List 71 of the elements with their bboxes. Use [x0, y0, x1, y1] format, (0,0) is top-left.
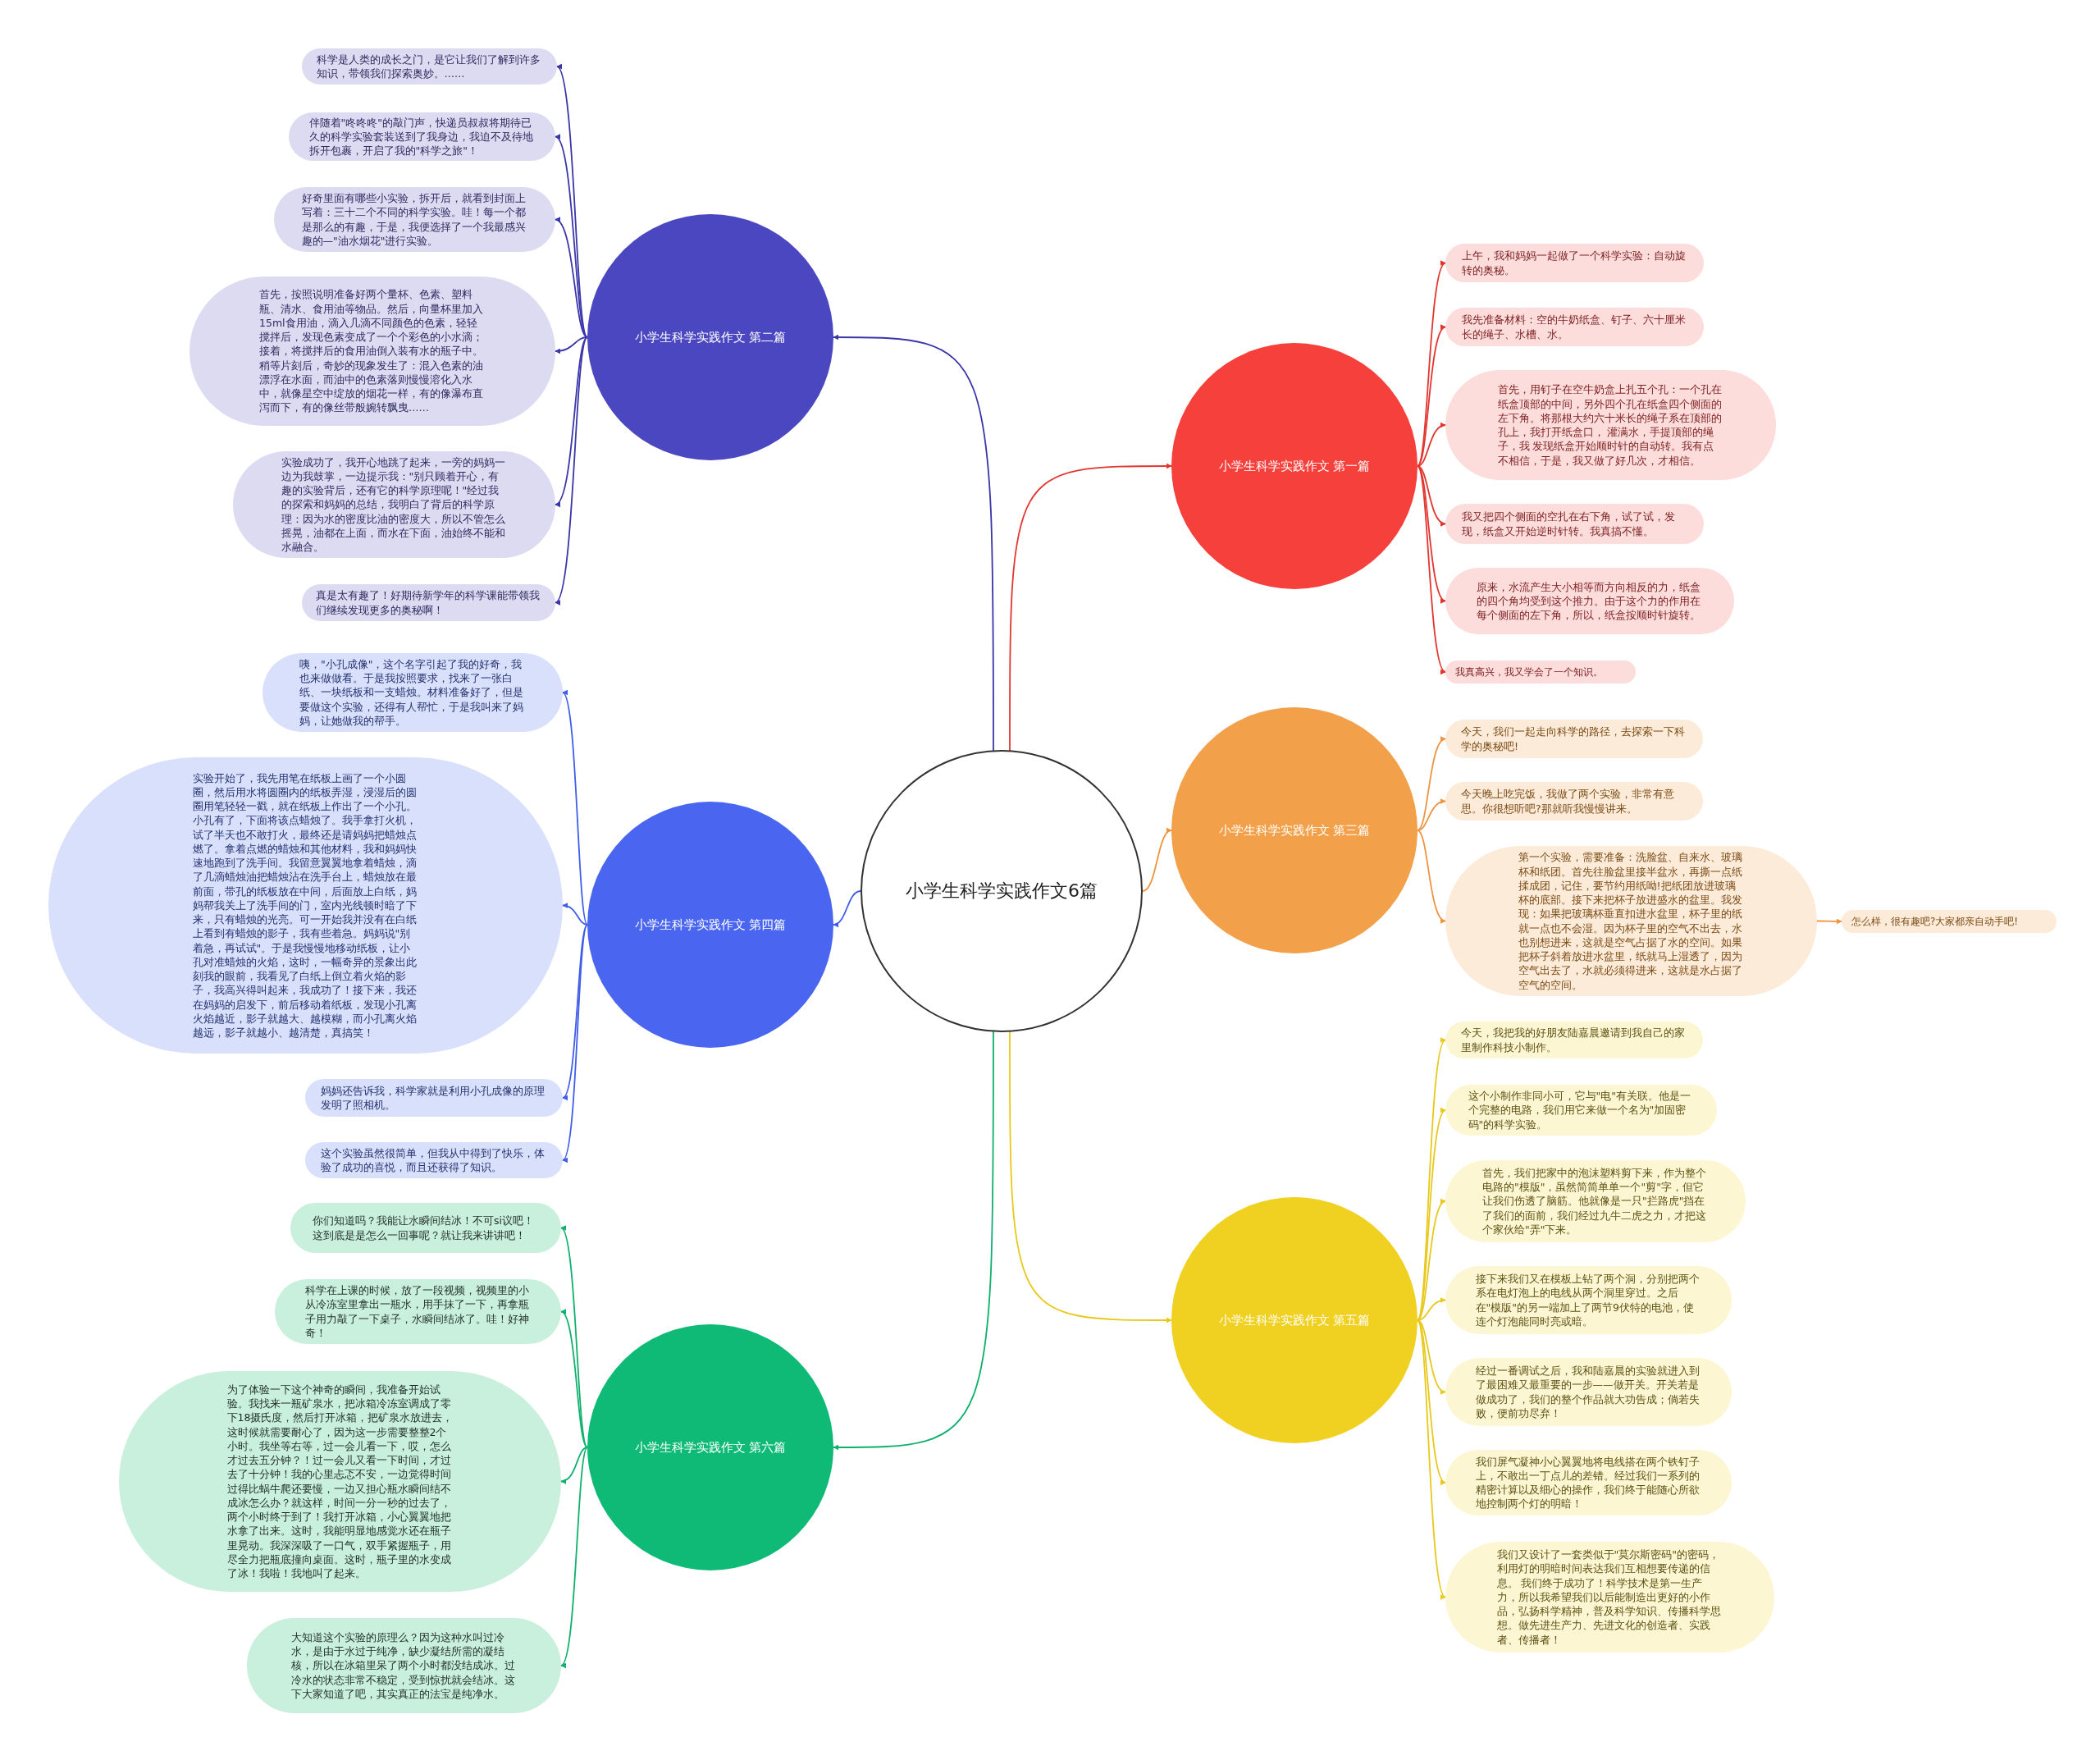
connector-arrow [556, 66, 588, 338]
connector-arrow [1417, 326, 1446, 467]
connector-arrow [562, 924, 588, 1161]
text-bubble: 妈妈还告诉我，科学家就是利用小孔成像的原理发明了照相机。 [305, 1079, 563, 1117]
text-bubble: 经过一番调试之后，我和陆嘉晨的实验就进入到了最困难又最重要的一步——做开关。开关若是做成功了，我们的整个作品就大功告成；倘若失败，便前功尽弃！ [1445, 1358, 1732, 1426]
connector-arrow [1142, 829, 1172, 892]
connector-arrow [1816, 918, 1842, 925]
connector-arrow [1417, 1109, 1446, 1321]
text-bubble: 好奇里面有哪些小实验，拆开后，就看到封面上写着：三十二个不同的科学实验。哇！每一个都是那么的有趣，于是，我便选择了一个我最感兴趣的—"油水烟花"进行实验。 [274, 187, 555, 252]
text-bubble: 我们屏气凝神小心翼翼地将电线搭在两个铁钉子上，不敢出一丁点儿的差错。经过我们一系列的精密计算以及细心的操作，我们终于能随心所欲地控制两个灯的明暗！ [1445, 1450, 1732, 1515]
connector-arrow [1417, 1297, 1446, 1321]
connector-arrow [1417, 798, 1446, 831]
text-bubble: 科学是人类的成长之门，是它让我们了解到许多知识，带领我们探索奥妙。…… [302, 48, 557, 85]
text-bubble: 大知道这个实验的原理么？因为这种水叫过冷水，是由于水过于纯净，缺少凝结所需的凝结核，所以在冰箱里呆了两个小时都没结成冰。过冷水的状态非常不稳定，受到惊扰就会结冰。这下大家知道了吧，其实真正的法宝是纯净水。 [247, 1618, 561, 1713]
text-bubble: 接下来我们又在模板上钻了两个洞，分别把两个系在电灯泡上的电线从两个洞里穿过。之后在"模版"的另一端加上了两节9伏特的电池，使连个灯泡能同时亮或暗。 [1445, 1266, 1732, 1334]
topic-circle: 小学生科学实践作文 第四篇 [587, 802, 833, 1048]
text-bubble: 这个小制作非同小可，它与"电"有关联。他是一个完整的电路，我们用它来做一个名为"加固密码"的科学实验。 [1445, 1085, 1717, 1136]
connector-arrow [833, 890, 861, 927]
text-bubble: 第一个实验，需要准备：洗脸盆、自来水、玻璃杯和纸团。首先往脸盆里接半盆水，再撕一点纸揉成团，记住，要节约用纸呦!把纸团放进玻璃杯的底部。接下来把杯子放进盛水的盆里。我发现：如果把玻璃杯垂直扣进水盆里，杯子里的纸就一点也不会湿。因为杯子里的空气不出去，水也别想进来，这就是空气占据了水的空间。如果把杯子斜着放进水盆里，纸就马上湿透了，因为空气出去了，水就必须得进来，这就是水占据了空气的空间。 [1445, 846, 1817, 996]
text-bubble: 科学在上课的时候，放了一段视频，视频里的小从冷冻室里拿出一瓶水，用手抹了一下，再拿瓶子用力敲了一下桌子，水瞬间结冰了。哇！好神奇！ [275, 1279, 561, 1344]
topic-circle: 小学生科学实践作文 第五篇 [1171, 1197, 1418, 1443]
topic-circle: 小学生科学实践作文 第六篇 [587, 1324, 833, 1570]
topic-circle: 小学生科学实践作文 第一篇 [1171, 343, 1418, 589]
text-bubble: 实验成功了，我开心地跳了起来，一旁的妈妈一边为我鼓掌，一边提示我："别只顾着开心，有趣的实验背后，还有它的科学原理呢！"经过我的探索和妈妈的总结，我明白了背后的科学原理：因为水的密度比油的密度大，所以不管怎么摇晃，油都在上面，而水在下面，油始终不能和水融合。 [233, 451, 555, 558]
connector-arrow [833, 1031, 994, 1451]
text-bubble: 原来，水流产生大小相等而方向相反的力，纸盒的四个角均受到这个推力。由于这个力的作用在每个侧面的左下角，所以，纸盒按顺时针旋转。 [1445, 568, 1734, 634]
connector-arrow [1417, 465, 1446, 526]
connector-arrow [555, 218, 588, 338]
text-bubble: 我真高兴，我又学会了一个知识。 [1445, 661, 1636, 683]
text-bubble: 首先，用钉子在空牛奶盒上扎五个孔：一个孔在纸盒顶部的中间，另外四个孔在纸盒四个侧面的左下角。将那根大约六十米长的绳子系在顶部的孔上，我打开纸盒口， 灌满水，手提顶部的绳子，我 发现纸盒开始顺时针的自动转。我有点不相信，于是，我又做了好几次，才相信。 [1445, 370, 1776, 480]
text-bubble: 伴随着"咚咚咚"的敲门声，快递员叔叔将期待已久的科学实验套装送到了我身边，我迫不及待地拆开包裹，开启了我的"科学之旅"！ [289, 112, 555, 161]
text-bubble: 真是太有趣了！好期待新学年的科学课能带领我们继续发现更多的奥秘啊！ [302, 584, 555, 621]
connector-arrow [1417, 423, 1446, 467]
text-bubble: 上午，我和妈妈一起做了一个科学实验：自动旋转的奥秘。 [1445, 244, 1704, 282]
connector-arrow [560, 1447, 588, 1666]
connector-arrow [555, 336, 588, 354]
connector-arrow [1417, 1200, 1446, 1321]
central-topic-circle: 小学生科学实践作文6篇 [861, 750, 1143, 1032]
text-bubble: 我先准备材料：空的牛奶纸盒、钉子、六十厘米长的绳子、水槽、水。 [1445, 308, 1704, 346]
text-bubble: 为了体验一下这个神奇的瞬间，我准备开始试验。我找来一瓶矿泉水，把冰箱冷冻室调成了零下18摄氏度，然后打开冰箱，把矿泉水放进去，这时候就需要耐心了，因为这一步需要整整2个小时。我坐等右等，过一会儿看一下，哎，怎么才过去五分钟？！过一会儿又看一下时间，才过去了十分钟！我的心里忐忑不安，一边觉得时间过得比蜗牛爬还要慢，一边又担心瓶水瞬间结不成冰怎么办？就这样，时间一分一秒的过去了，两个小时终于到了！我打开冰箱，小心翼翼地把水拿了出来。这时，我能明显地感觉水还在瓶子里晃动。我深深吸了一口气，双手紧握瓶子，用尽全力把瓶底撞向桌面。这时，瓶子里的水变成了冰！我啦！我地叫了起来。 [119, 1371, 561, 1592]
text-bubble: 我又把四个侧面的空扎在右下角，试了试，发现，纸盒又开始逆时针转。我真搞不懂。 [1445, 504, 1704, 544]
connector-arrow [1417, 1319, 1446, 1393]
connector-arrow [1417, 1319, 1446, 1598]
connector-arrow [1009, 463, 1172, 752]
connector-arrow [560, 1310, 588, 1448]
connector-arrow [1417, 830, 1446, 922]
text-bubble: 怎么样，很有趣吧?大家都亲自动手吧! [1842, 910, 2057, 933]
text-bubble: 你们知道吗？我能让水瞬间结冰！不可si议吧！这到底是是怎么一回事呢？就让我来讲讲吧！ [290, 1203, 561, 1253]
connector-arrow [1417, 465, 1446, 673]
text-bubble: 首先，我们把家中的泡沫塑料剪下来，作为整个电路的"模版"，虽然简简单单一个"剪"字，但它让我们伤透了脑筋。他就像是一只"拦路虎"挡在了我们的面前，我们经过九牛二虎之力，才把这个家伙给"弄"下来。 [1445, 1160, 1746, 1242]
connector-arrow [1417, 262, 1446, 467]
connector-arrow [833, 334, 994, 752]
connector-arrow [1417, 1319, 1446, 1483]
connector-arrow [1417, 738, 1446, 831]
connector-arrow [562, 692, 588, 926]
text-bubble: 我们又设计了一套类似于"莫尔斯密码"的密码，利用灯的明暗时间表达我们互相想要传递的信息。 我们终于成功了！科学技术是第一生产力，所以我希望我们以后能制造出更好的小作品，弘扬科学精神，普及科学知识、传播科学思想。做先进生产力、先进文化的创造者、实践者、传播者！ [1445, 1542, 1774, 1653]
topic-circle: 小学生科学实践作文 第二篇 [587, 214, 833, 460]
text-bubble: 首先，按照说明准备好两个量杯、色素、塑料瓶、清水、食用油等物品。然后，向量杯里加入15ml食用油，滴入几滴不同颜色的色素，轻轻搅拌后，发现色素变成了一个个彩色的小水滴；接着，将搅拌后的食用油倒入装有水的瓶子中。稍等片刻后，奇妙的现象发生了：混入色素的油漂浮在水面，而油中的色素落则慢慢溶化入水中，就像星空中绽放的烟花一样，有的像瀑布直泻而下，有的像丝带般婉转飘曳…… [189, 277, 555, 426]
connector-arrow [555, 336, 588, 604]
text-bubble: 今天，我把我的好朋友陆嘉晨邀请到我自己的家里制作科技小制作。 [1445, 1022, 1703, 1058]
topic-circle: 小学生科学实践作文 第三篇 [1171, 707, 1418, 953]
connector-arrow [560, 1227, 588, 1448]
text-bubble: 实验开始了，我先用笔在纸板上画了一个小圆圈，然后用水将圆圈内的纸板弄湿，浸湿后的圆圈用笔轻轻一戳，就在纸板上作出了一个小孔。小孔有了，下面将该点蜡烛了。我手拿打火机，试了半天也不敢打火，最终还是请妈妈把蜡烛点燃了。拿着点燃的蜡烛和其他材料，我和妈妈快速地跑到了洗手间。我留意翼翼地拿着蜡烛，滴了几滴蜡烛油把蜡烛沾在洗手台上，蜡烛放在最前面，带孔的纸板放在中间，后面放上白纸，妈妈帮我关上了洗手间的门，室内光线顿时暗了下来，只有蜡烛的光亮。可一开始我并没有在白纸上看到有蜡烛的影子，我有些着急。妈妈说"别着急，再试试"。于是我慢慢地移动纸板，让小孔对准蜡烛的火焰，这时，一幅奇异的景象出此刻我的眼前，我看见了白纸上倒立着火焰的影子，我高兴得叫起来，我成功了！接下来，我还在妈妈的启发下，前后移动着纸板，发现小孔离火焰越近，影子就越大、越模糊，而小孔离火焰越远，影子就越小、越清楚，真搞笑！ [48, 757, 563, 1054]
text-bubble: 这个实验虽然很简单，但我从中得到了快乐，体验了成功的喜悦，而且还获得了知识。 [305, 1142, 563, 1178]
text-bubble: 今天晚上吃完饭，我做了两个实验，非常有意思。你很想听吧?那就听我慢慢讲来。 [1445, 782, 1703, 821]
text-bubble: 今天，我们一起走向科学的路径，去探索一下科学的奥秘吧! [1445, 720, 1703, 758]
connector-arrow [1417, 465, 1446, 602]
connector-arrow [562, 903, 588, 926]
connector-arrow [560, 1447, 588, 1483]
connector-arrow [1009, 1031, 1172, 1323]
text-bubble: 咦，"小孔成像"，这个名字引起了我的好奇，我也来做做看。于是我按照要求，找来了一张白纸、一块纸板和一支蜡烛。材料准备好了，但是要做这个实验，还得有人帮忙，于是我叫来了妈妈，让她做我的帮手。 [262, 653, 563, 732]
